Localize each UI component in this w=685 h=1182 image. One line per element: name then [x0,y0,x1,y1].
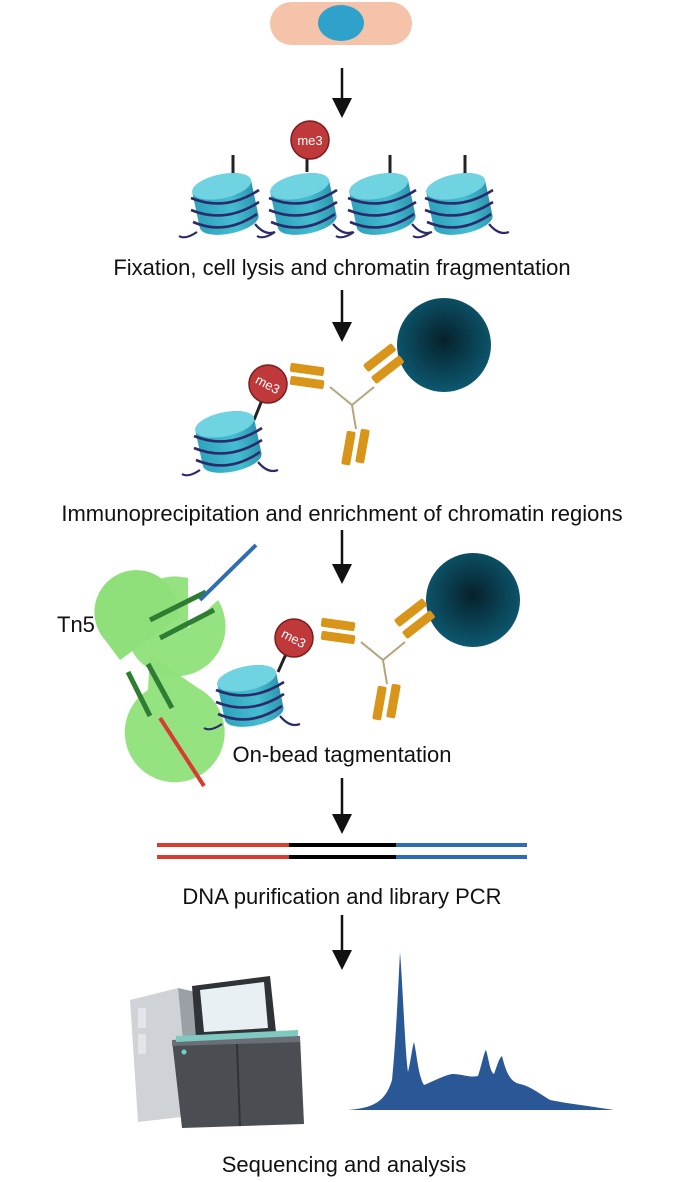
bead-icon [426,553,520,647]
nucleosome-icon [411,167,511,241]
nucleus-icon [318,5,364,41]
cell-icon [270,2,412,45]
nucleosome-icon [334,167,434,241]
nucleosome-icon [255,167,355,241]
nucleosome-icon [180,405,280,479]
nucleosome-icon [177,167,277,241]
methyl-mark-icon: me3 [248,364,288,404]
step-label-sequencing: Sequencing and analysis [222,1152,467,1177]
step-label-immunoprecipitation: Immunoprecipitation and enrichment of ch… [61,501,622,526]
sequencer-icon [130,976,304,1128]
tn5-icon [94,543,258,788]
antibody-icon [319,596,437,722]
bead-icon [397,298,491,392]
dna-library-icon [157,843,527,859]
antibody-icon [288,341,406,467]
methyl-mark-icon: me3 [290,120,330,160]
sequencing-trace-icon [348,952,614,1110]
tn5-label: Tn5 [57,612,95,637]
methyl-mark-label: me3 [297,133,322,148]
step-label-tagmentation: On-bead tagmentation [233,742,452,767]
nucleosome-row [177,148,511,241]
step-label-purification: DNA purification and library PCR [182,884,501,909]
step-label-fixation: Fixation, cell lysis and chromatin fragm… [113,255,570,280]
methyl-mark-icon: me3 [274,618,314,658]
